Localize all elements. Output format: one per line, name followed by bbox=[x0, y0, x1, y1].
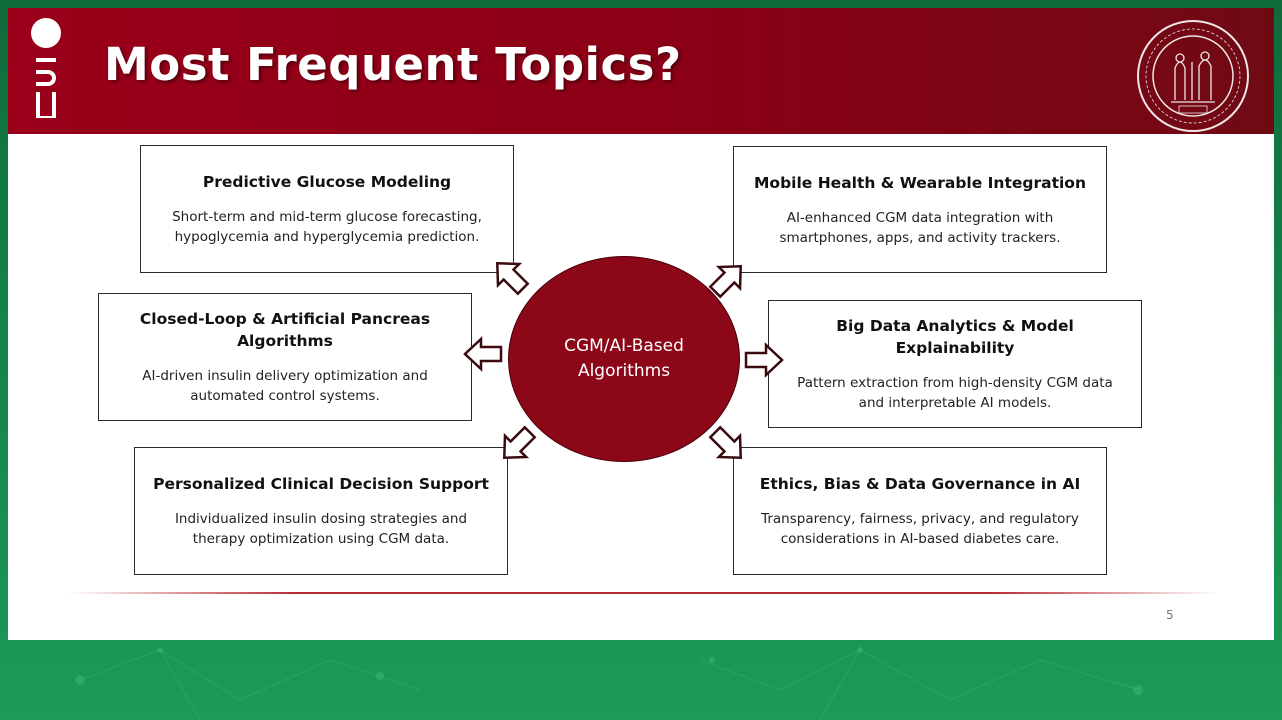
topic-desc-line: hypoglycemia and hyperglycemia predictio… bbox=[174, 229, 480, 245]
topic-title: Predictive Glucose Modeling bbox=[202, 173, 452, 191]
topic-description: AI-driven insulin delivery optimization … bbox=[142, 366, 428, 406]
slide-header: Most Frequent Topics? bbox=[8, 8, 1274, 134]
center-label-line: CGM/AI-Based bbox=[564, 336, 684, 356]
topic-desc-line: AI-enhanced CGM data integration with bbox=[786, 209, 1054, 226]
topic-title: Closed-Loop & Artificial Pancreas Algori… bbox=[140, 308, 430, 352]
arrow-left-icon bbox=[463, 336, 503, 372]
topic-desc-line: therapy optimization using CGM data. bbox=[192, 531, 450, 547]
topic-title: Mobile Health & Wearable Integration bbox=[754, 173, 1086, 192]
topic-box-clinical-decision: Personalized Clinical Decision Support I… bbox=[134, 447, 508, 575]
topic-box-closed-loop: Closed-Loop & Artificial Pancreas Algori… bbox=[98, 293, 472, 421]
topic-description: Individualized insulin dosing strategies… bbox=[175, 509, 467, 549]
topic-desc-line: Pattern extraction from high-density CGM… bbox=[797, 375, 1113, 391]
topic-box-predictive-glucose: Predictive Glucose Modeling Short-term a… bbox=[140, 145, 514, 273]
page-number: 5 bbox=[1166, 608, 1174, 622]
topic-title-line: Explainability bbox=[895, 339, 1015, 357]
divider bbox=[68, 592, 1218, 594]
topic-box-mobile-health: Mobile Health & Wearable Integration AI-… bbox=[733, 146, 1107, 273]
arrow-up-right-icon bbox=[708, 264, 743, 299]
center-circle: CGM/AI-Based Algorithms bbox=[508, 256, 740, 462]
topic-title: Big Data Analytics & Model Explainabilit… bbox=[836, 315, 1074, 359]
topic-description: AI-enhanced CGM data integration with sm… bbox=[780, 208, 1061, 248]
topic-desc-line: Short-term and mid-term glucose forecast… bbox=[172, 209, 482, 225]
page-title: Most Frequent Topics? bbox=[104, 38, 682, 91]
topic-title: Personalized Clinical Decision Support bbox=[153, 475, 489, 493]
topic-title-line: Closed-Loop & Artificial Pancreas bbox=[139, 310, 431, 328]
topic-desc-line: smartphones, apps, and activity trackers… bbox=[779, 229, 1061, 246]
arrow-down-right-icon bbox=[708, 425, 743, 460]
topic-desc-line: AI-driven insulin delivery optimization … bbox=[142, 368, 428, 384]
topic-desc-line: Transparency, fairness, privacy, and reg… bbox=[761, 511, 1079, 527]
topic-desc-line: considerations in AI-based diabetes care… bbox=[780, 531, 1060, 547]
unipd-logo-icon bbox=[31, 18, 61, 118]
topic-title: Ethics, Bias & Data Governance in AI bbox=[759, 475, 1081, 493]
topic-title-line: Algorithms bbox=[237, 332, 333, 350]
topic-description: Short-term and mid-term glucose forecast… bbox=[172, 207, 482, 247]
arrow-right-icon bbox=[744, 342, 784, 378]
topic-desc-line: Individualized insulin dosing strategies… bbox=[174, 511, 468, 527]
topic-box-big-data: Big Data Analytics & Model Explainabilit… bbox=[768, 300, 1142, 428]
arrow-down-left-icon bbox=[502, 425, 537, 460]
university-seal-icon bbox=[1137, 20, 1249, 132]
topic-description: Transparency, fairness, privacy, and reg… bbox=[761, 509, 1079, 549]
topic-box-ethics: Ethics, Bias & Data Governance in AI Tra… bbox=[733, 447, 1107, 575]
topic-desc-line: automated control systems. bbox=[190, 388, 380, 404]
topic-title-line: Big Data Analytics & Model bbox=[836, 317, 1074, 335]
topic-description: Pattern extraction from high-density CGM… bbox=[797, 373, 1113, 413]
topic-desc-line: and interpretable AI models. bbox=[858, 395, 1052, 411]
center-label-line: Algorithms bbox=[577, 361, 671, 381]
arrow-up-left-icon bbox=[495, 261, 530, 296]
slide: Most Frequent Topics? Predictive Glucose… bbox=[8, 8, 1274, 640]
